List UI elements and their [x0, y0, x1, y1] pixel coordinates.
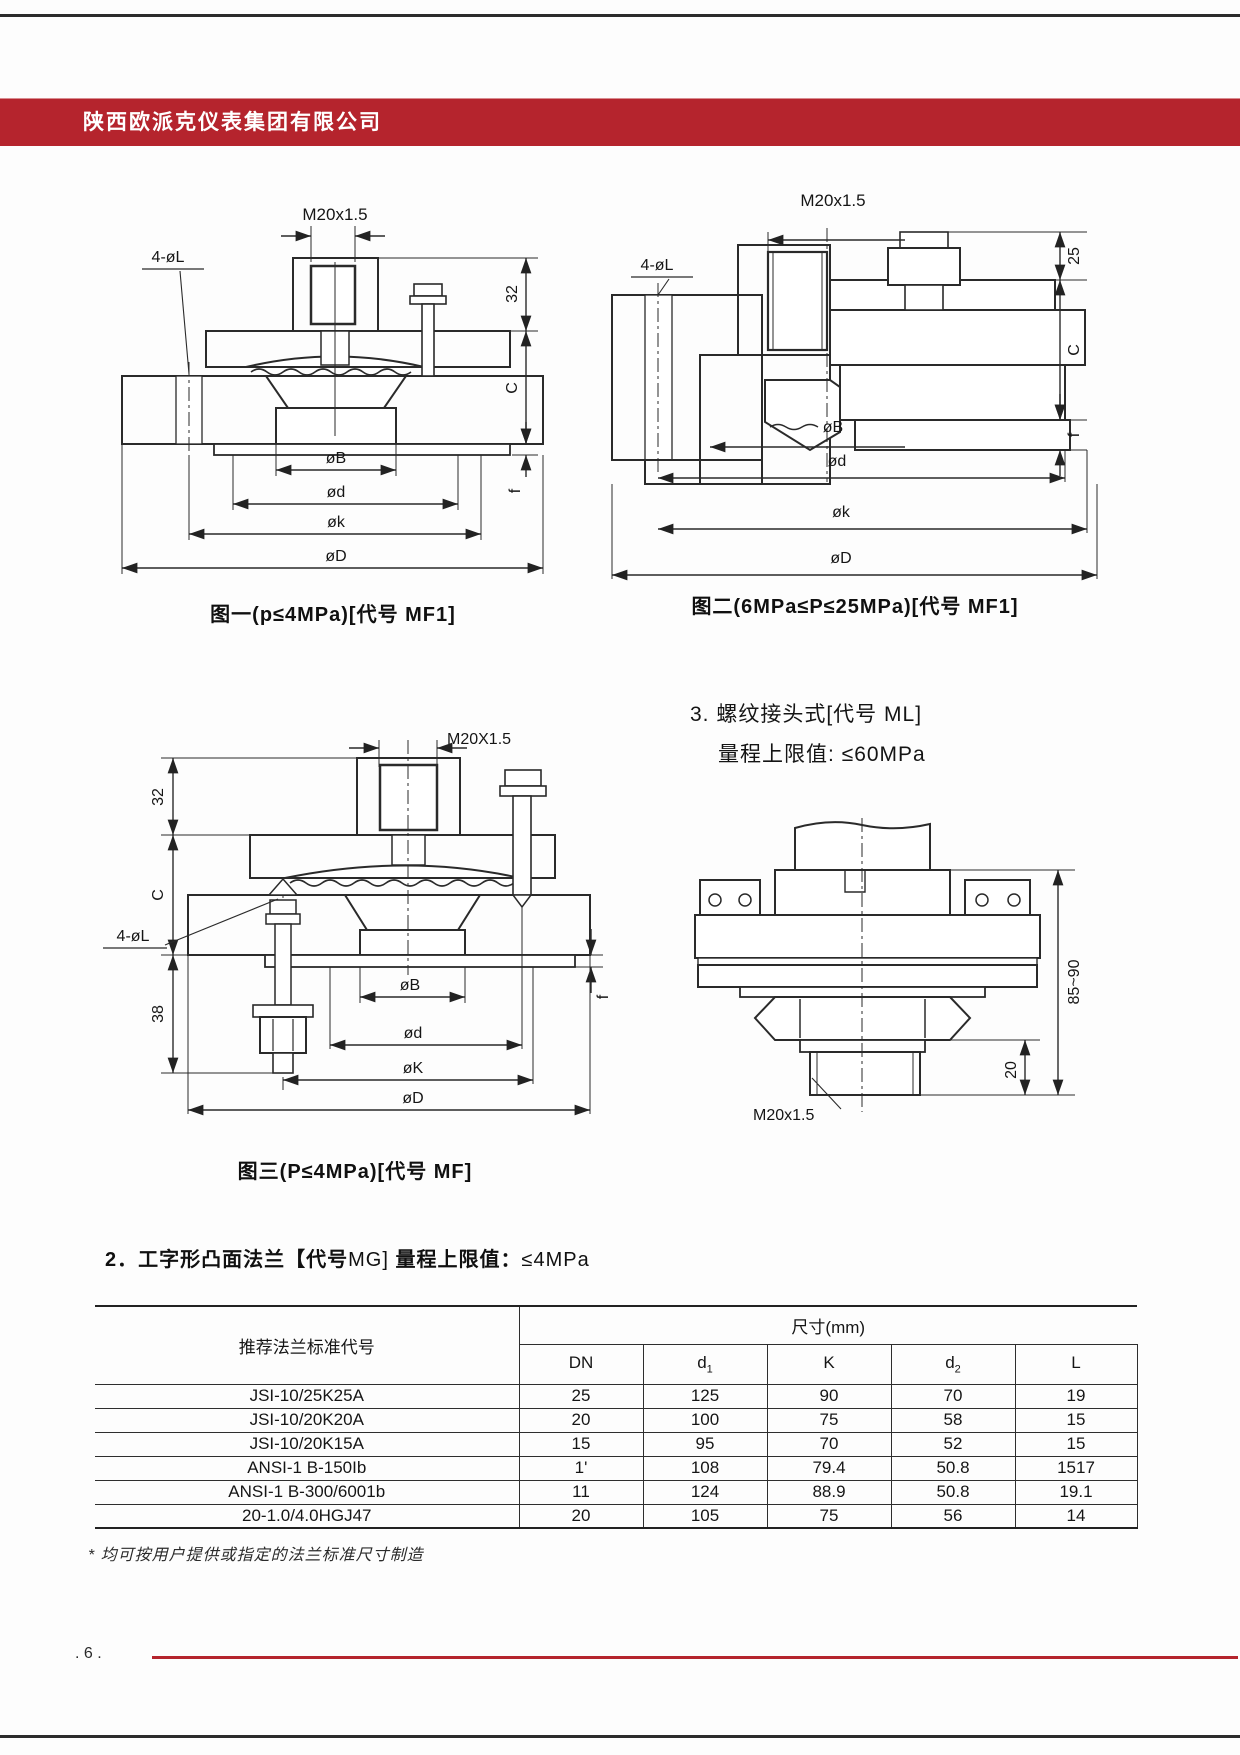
fig3-dim-32: 32	[150, 788, 167, 806]
section2-code: MG]	[348, 1249, 389, 1271]
company-name: 陕西欧派克仪表集团有限公司	[83, 111, 382, 134]
fig1-dim-32: 32	[504, 285, 521, 303]
figure1-flange-drawing: M20x1.5 4-øL 32 C f øB ød	[121, 205, 544, 574]
fig1-body	[121, 257, 544, 458]
fig2-body	[611, 228, 1086, 485]
fig1-bolt-hole-label: 4-øL	[152, 249, 185, 266]
fig1-dia-D: øD	[325, 548, 346, 565]
fig2-dimensions: M20x1.5 4-øL 25 C f øB ød øk øD	[611, 191, 1098, 581]
col-header-k: K	[766, 1343, 891, 1385]
col-header-l: L	[1014, 1343, 1138, 1385]
col-header-d2: d2	[890, 1343, 1015, 1385]
fig2-dim-C: C	[1066, 344, 1083, 356]
col-header-flange-standard: 推荐法兰标准代号	[95, 1305, 519, 1385]
company-header-bar: 陕西欧派克仪表集团有限公司	[0, 98, 1240, 146]
section2-range-label: 量程上限值：	[388, 1249, 522, 1271]
fig4-left-bolt	[699, 879, 761, 916]
footer-red-rule	[152, 1656, 1238, 1659]
fig4-dim-height: 85~90	[1066, 959, 1083, 1004]
section3-line1: 3. 螺纹接头式[代号 ML]	[690, 703, 923, 726]
figure3-caption: 图三(P≤4MPa)[代号 MF]	[237, 1161, 473, 1183]
fig4-dim-stub: 20	[1003, 1061, 1020, 1079]
figure2-flange-drawing: M20x1.5 4-øL 25 C f øB ød øk øD	[611, 191, 1098, 581]
fig3-dia-d: ød	[404, 1025, 423, 1042]
figure4-threaded-connector-drawing: 85~90 20 M20x1.5	[694, 818, 1083, 1124]
fig2-top-bolt	[887, 231, 961, 311]
section2-heading: 2．工字形凸面法兰【代号MG] 量程上限值：≤4MPa	[105, 1243, 590, 1272]
fig3-dim-C: C	[150, 889, 167, 901]
fig4-thread-stub	[809, 1051, 921, 1096]
fig1-dim-C: C	[504, 382, 521, 394]
bottom-border-line	[0, 1735, 1240, 1738]
fig1-dia-B: øB	[326, 450, 346, 467]
fig3-bolt-hole-label: 4-øL	[117, 928, 150, 945]
fig2-dia-d: ød	[828, 453, 847, 470]
fig4-thread-label: M20x1.5	[753, 1107, 814, 1124]
fig1-thread-label: M20x1.5	[302, 205, 367, 224]
flange-size-table: 推荐法兰标准代号 尺寸(mm) DN d1 K d2 L JSI-10/25K2…	[95, 1305, 1138, 1529]
fig4-body	[694, 818, 1041, 1112]
fig1-dia-d: ød	[327, 484, 346, 501]
fig1-dia-k: øk	[327, 514, 346, 531]
fig1-dim-f: f	[507, 488, 524, 493]
fig2-bolt-hole-label: 4-øL	[641, 257, 674, 274]
figure3-flange-drawing: M20X1.5 32 C 38 4-øL f øB	[103, 731, 612, 1116]
fig1-dimensions: M20x1.5 4-øL 32 C f øB ød	[121, 205, 544, 574]
fig2-dia-D: øD	[830, 550, 851, 567]
top-border-line	[0, 14, 1240, 17]
fig3-side-bolt	[499, 769, 547, 909]
fig2-thread-label: M20x1.5	[800, 191, 865, 210]
fig3-dia-B: øB	[400, 977, 420, 994]
fig3-dim-38: 38	[150, 1005, 167, 1023]
table-footnote: * 均可按用户提供或指定的法兰标准尺寸制造	[88, 1547, 424, 1564]
section3-line2: 量程上限值: ≤60MPa	[718, 743, 926, 766]
col-header-d1: d1	[642, 1343, 767, 1385]
fig1-side-bolt	[409, 283, 447, 377]
col-group-header-size-mm: 尺寸(mm)	[518, 1305, 1138, 1345]
col-header-dn: DN	[518, 1343, 643, 1385]
fig4-right-bolt	[964, 879, 1031, 916]
fig2-dia-B: øB	[823, 419, 843, 436]
figure1-caption: 图一(p≤4MPa)[代号 MF1]	[210, 604, 456, 626]
figure2-caption: 图二(6MPa≤P≤25MPa)[代号 MF1]	[691, 596, 1019, 618]
page-number: . 6 .	[75, 1645, 102, 1662]
fig3-dimensions: M20X1.5 32 C 38 4-øL f øB	[103, 731, 612, 1116]
section2-title: 2．工字形凸面法兰【代号	[105, 1249, 349, 1271]
fig2-dim-f: f	[1066, 432, 1083, 437]
fig2-dim-25: 25	[1066, 247, 1083, 265]
fig3-dia-D: øD	[402, 1090, 423, 1107]
fig3-stud-bolt	[252, 877, 314, 1090]
fig4-dimensions: 85~90 20 M20x1.5	[753, 869, 1083, 1124]
section2-range-value: ≤4MPa	[521, 1249, 590, 1271]
fig3-dia-K: øK	[403, 1060, 424, 1077]
fig3-dim-f: f	[595, 994, 612, 999]
fig3-thread-label: M20X1.5	[447, 731, 511, 748]
fig2-dia-k: øk	[832, 504, 851, 521]
fig3-body	[187, 740, 591, 1090]
